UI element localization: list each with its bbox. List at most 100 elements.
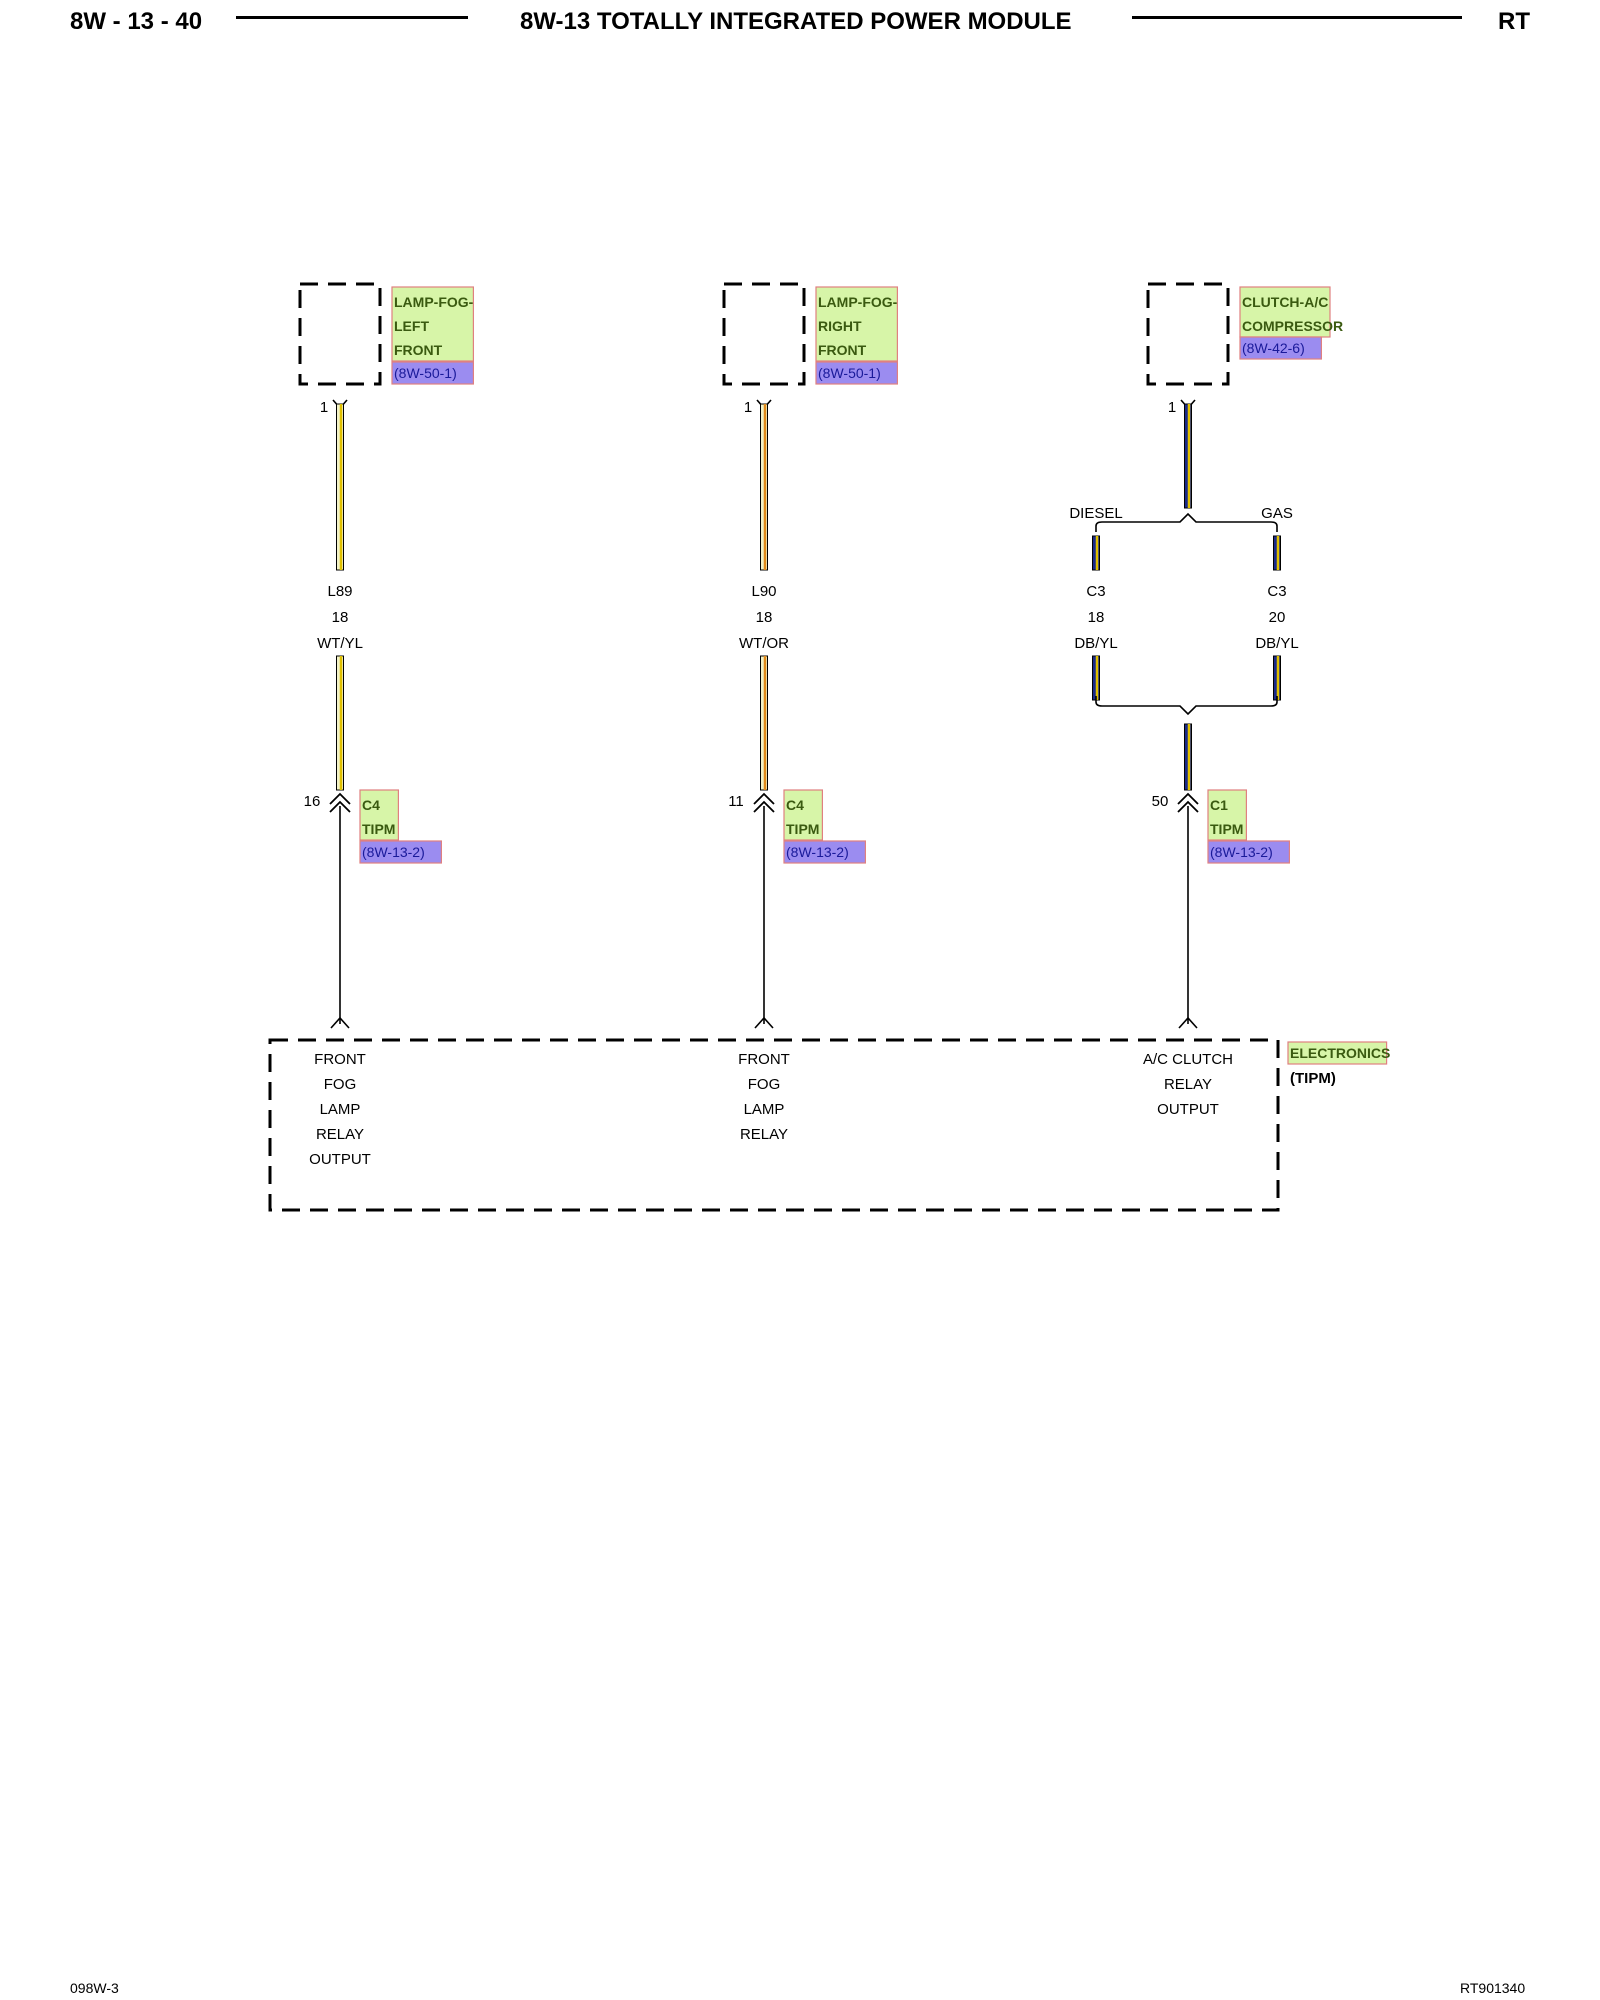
circuit-1-connector-name-bg <box>359 789 400 841</box>
module-subname: (TIPM) <box>1290 1070 1336 1087</box>
circuit-3-module-terminal <box>1178 1016 1198 1029</box>
circuit-1-connector-chevron-upper <box>329 792 351 805</box>
circuit-1-wire-gauge: 18 <box>332 609 349 626</box>
circuit-3-connector-ref-line-0: (8W-13-2) <box>1210 844 1273 860</box>
circuit-3-component-ref-line-0: (8W-42-6) <box>1242 340 1305 356</box>
circuit-2-output-label-0: FRONT <box>738 1051 790 1068</box>
circuit-3-splice-bottom <box>1095 696 1278 716</box>
circuit-1-output-label-1: FOG <box>324 1076 357 1093</box>
circuit-2-wire-circuit: L90 <box>751 583 776 600</box>
circuit-1-connector-name-line-1: TIPM <box>362 821 395 837</box>
circuit-2-wire-lower <box>760 655 768 791</box>
circuit-3-branch-1-upper <box>1092 535 1100 571</box>
circuit-3-connector-name-bg <box>1207 789 1248 841</box>
circuit-2-connector-name-line-0: C4 <box>786 797 804 813</box>
page-title: 8W-13 TOTALLY INTEGRATED POWER MODULE <box>520 8 1072 35</box>
circuit-3-component-name-line-0: CLUTCH-A/C <box>1242 294 1328 310</box>
circuit-3-component-box <box>1146 282 1230 386</box>
footer-left-code: 098W-3 <box>70 1980 119 1996</box>
circuit-2-connector-ref-line-0: (8W-13-2) <box>786 844 849 860</box>
circuit-2-wire-upper <box>760 403 768 571</box>
circuit-3-output-label-0: A/C CLUTCH <box>1143 1051 1233 1068</box>
circuit-3-branch-1-gauge: 18 <box>1088 609 1105 626</box>
circuit-3-connector-name-line-1: TIPM <box>1210 821 1243 837</box>
header-rule-right <box>1132 16 1462 19</box>
circuit-1-component-name-line-1: LEFT <box>394 318 429 334</box>
footer-right-code: RT901340 <box>1460 1980 1526 1996</box>
circuit-3-connector-pin: 50 <box>1152 793 1169 810</box>
circuit-2-connector-chevron-upper <box>753 792 775 805</box>
page-number: 8W - 13 - 40 <box>70 8 203 35</box>
circuit-3-branch-2-circuit: C3 <box>1267 583 1286 600</box>
circuit-1-component-pin: 1 <box>320 399 328 416</box>
circuit-2-module-terminal <box>754 1016 774 1029</box>
circuit-1-output-label-0: FRONT <box>314 1051 366 1068</box>
circuit-2-connector-chevron-lower <box>753 800 775 813</box>
circuit-2-wire-color: WT/OR <box>739 635 789 652</box>
circuit-1-connector-name-line-0: C4 <box>362 797 380 813</box>
header-rule-left <box>236 16 468 19</box>
circuit-1-connector-ref-bg <box>359 840 443 864</box>
circuit-1-wire-lower <box>336 655 344 791</box>
circuit-2-connector-name-bg <box>783 789 824 841</box>
circuit-3-branch-1-lower <box>1092 655 1100 701</box>
circuit-1-connector-pin: 16 <box>304 793 321 810</box>
circuit-3-branch-1-color: DB/YL <box>1074 635 1117 652</box>
circuit-3-branch-label-diesel: DIESEL <box>1069 505 1122 522</box>
circuit-2-output-label-2: LAMP <box>744 1101 785 1118</box>
circuit-3-component-name-line-1: COMPRESSOR <box>1242 318 1343 334</box>
circuit-1-output-label-2: LAMP <box>320 1101 361 1118</box>
circuit-1-output-label-3: RELAY <box>316 1126 364 1143</box>
circuit-2-connector-name-line-1: TIPM <box>786 821 819 837</box>
circuit-2-connector-ref-bg <box>783 840 867 864</box>
circuit-1-connector-chevron-lower <box>329 800 351 813</box>
circuit-3-component-name-bg <box>1239 286 1331 338</box>
circuit-2-component-pin: 1 <box>744 399 752 416</box>
circuit-1-output-label-4: OUTPUT <box>309 1151 371 1168</box>
circuit-3-component-ref-bg <box>1239 336 1323 360</box>
circuit-1-wire-color: WT/YL <box>317 635 363 652</box>
circuit-3-connector-ref-bg <box>1207 840 1291 864</box>
circuit-2-component-ref-bg <box>815 361 899 385</box>
circuit-2-component-name-bg <box>815 286 899 362</box>
circuit-1-component-ref-bg <box>391 361 475 385</box>
circuit-3-connector-chevron-lower <box>1177 800 1199 813</box>
module-name-bg <box>1287 1041 1388 1065</box>
circuit-1-component-name-line-2: FRONT <box>394 342 443 358</box>
circuit-1-wire-circuit: L89 <box>327 583 352 600</box>
circuit-2-component-box <box>722 282 806 386</box>
module-box <box>268 1038 1280 1212</box>
circuit-3-wire-trunk-lower <box>1184 723 1192 791</box>
circuit-1-component-ref-line-0: (8W-50-1) <box>394 365 457 381</box>
circuit-2-wire-gauge: 18 <box>756 609 773 626</box>
circuit-3-branch-1-circuit: C3 <box>1086 583 1105 600</box>
circuit-2-connector-pin: 11 <box>728 793 744 810</box>
circuit-2-component-name-line-0: LAMP-FOG- <box>818 294 898 310</box>
circuit-2-component-ref-line-0: (8W-50-1) <box>818 365 881 381</box>
circuit-3-connector-name-line-0: C1 <box>1210 797 1228 813</box>
circuit-3-output-label-1: RELAY <box>1164 1076 1212 1093</box>
circuit-3-output-label-2: OUTPUT <box>1157 1101 1219 1118</box>
circuit-1-wire-upper <box>336 403 344 571</box>
circuit-3-wire-trunk-upper <box>1184 403 1192 509</box>
circuit-2-output-label-3: RELAY <box>740 1126 788 1143</box>
circuit-1-component-box <box>298 282 382 386</box>
module-name-line-0: ELECTRONICS <box>1290 1045 1390 1061</box>
vehicle-code: RT <box>1498 8 1530 35</box>
circuit-3-branch-2-upper <box>1273 535 1281 571</box>
circuit-3-branch-2-gauge: 20 <box>1269 609 1286 626</box>
circuit-3-branch-2-color: DB/YL <box>1255 635 1298 652</box>
circuit-3-branch-2-lower <box>1273 655 1281 701</box>
circuit-2-component-name-line-2: FRONT <box>818 342 867 358</box>
circuit-3-component-pin: 1 <box>1168 399 1176 416</box>
circuit-1-component-name-line-0: LAMP-FOG- <box>394 294 474 310</box>
circuit-1-connector-ref-line-0: (8W-13-2) <box>362 844 425 860</box>
circuit-3-splice-top <box>1095 512 1278 532</box>
circuit-2-output-label-1: FOG <box>748 1076 781 1093</box>
circuit-1-module-terminal <box>330 1016 350 1029</box>
circuit-3-connector-chevron-upper <box>1177 792 1199 805</box>
circuit-3-branch-label-gas: GAS <box>1261 505 1293 522</box>
circuit-2-component-name-line-1: RIGHT <box>818 318 862 334</box>
circuit-1-component-name-bg <box>391 286 475 362</box>
